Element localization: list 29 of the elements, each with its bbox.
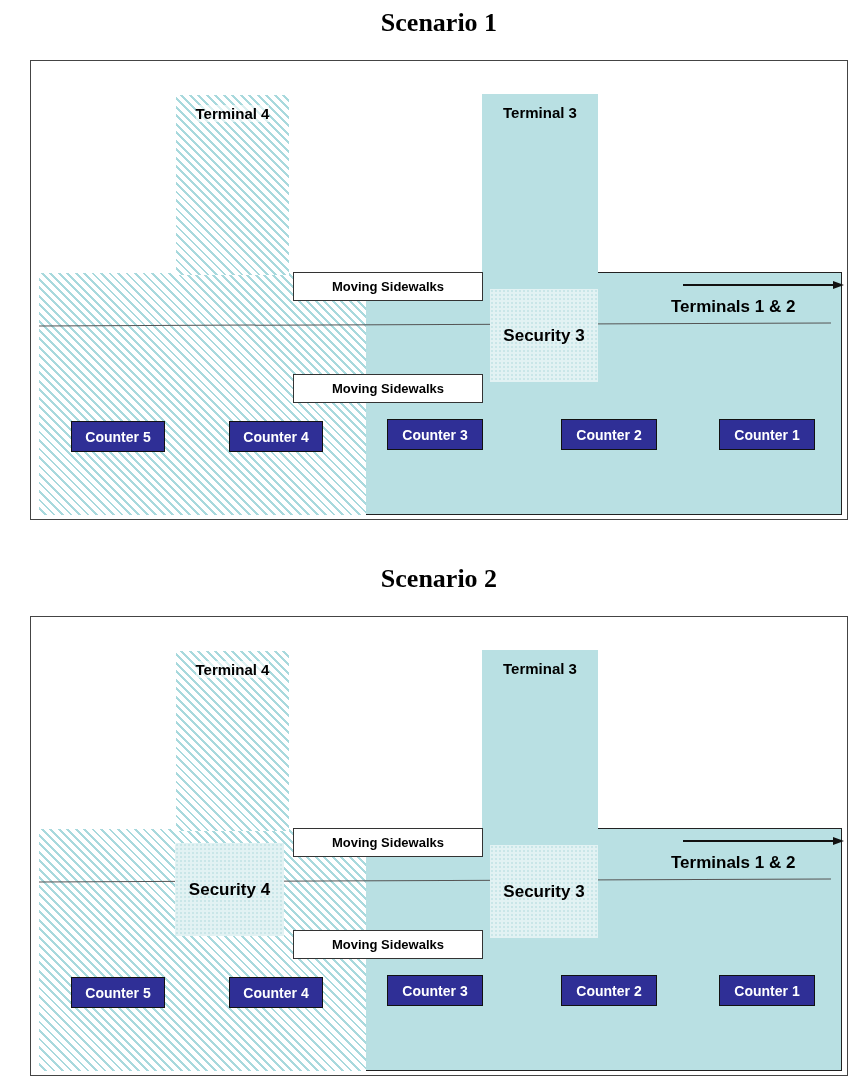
terminal-area bbox=[176, 651, 289, 831]
area-label: Terminals 1 & 2 bbox=[671, 853, 796, 873]
terminal-label: Terminal 3 bbox=[503, 104, 577, 121]
moving-sidewalk-box: Moving Sidewalks bbox=[293, 828, 483, 857]
terminal-area bbox=[482, 650, 598, 831]
counter-box: Counter 3 bbox=[387, 975, 483, 1006]
security-area: Security 3 bbox=[490, 289, 598, 382]
terminal-label: Terminal 4 bbox=[195, 105, 270, 122]
security-area: Security 3 bbox=[490, 845, 598, 938]
moving-sidewalk-box: Moving Sidewalks bbox=[293, 374, 483, 403]
counter-box: Counter 2 bbox=[561, 419, 657, 450]
terminal-label: Terminal 4 bbox=[195, 661, 270, 678]
terminal-area bbox=[176, 95, 289, 275]
counter-box: Counter 1 bbox=[719, 419, 815, 450]
area-label: Terminals 1 & 2 bbox=[671, 297, 796, 317]
counter-box: Counter 4 bbox=[229, 977, 323, 1008]
security-area: Security 4 bbox=[175, 843, 284, 936]
scenario-heading: Scenario 1 bbox=[379, 7, 499, 39]
terminal-area bbox=[482, 94, 598, 275]
counter-box: Counter 1 bbox=[719, 975, 815, 1006]
scenario-heading: Scenario 2 bbox=[379, 563, 499, 595]
counter-box: Counter 2 bbox=[561, 975, 657, 1006]
counter-box: Counter 4 bbox=[229, 421, 323, 452]
moving-sidewalk-box: Moving Sidewalks bbox=[293, 930, 483, 959]
moving-sidewalk-box: Moving Sidewalks bbox=[293, 272, 483, 301]
counter-box: Counter 3 bbox=[387, 419, 483, 450]
counter-box: Counter 5 bbox=[71, 977, 165, 1008]
counter-box: Counter 5 bbox=[71, 421, 165, 452]
terminal-label: Terminal 3 bbox=[503, 660, 577, 677]
